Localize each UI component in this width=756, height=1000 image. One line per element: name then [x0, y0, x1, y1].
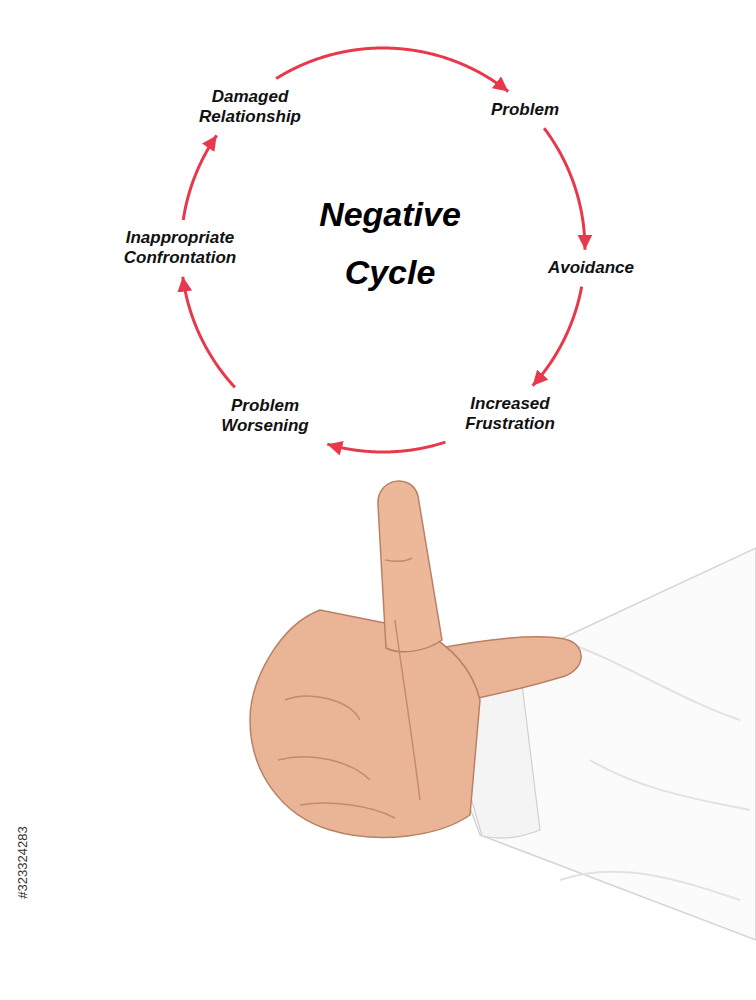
cycle-arrow — [327, 442, 445, 452]
cycle-arrow — [183, 135, 216, 220]
cycle-step: Damaged Relationship — [180, 87, 320, 127]
cycle-arrow — [276, 48, 508, 92]
step-text: Damaged Relationship — [180, 87, 320, 127]
step-text: Problem Worsening — [203, 396, 328, 436]
cycle-arrow — [183, 277, 235, 388]
watermark-id: #323324283 — [15, 826, 30, 898]
cycle-arrow — [544, 128, 585, 250]
knuckle-lines — [278, 558, 420, 818]
cycle-step: Inappropriate Confrontation — [88, 228, 273, 268]
step-text: Problem — [491, 100, 559, 120]
cycle-step: Avoidance — [548, 258, 634, 278]
step-text: Inappropriate Confrontation — [88, 228, 273, 268]
index-finger — [378, 481, 442, 652]
step-text: Avoidance — [548, 258, 634, 278]
shirt-sleeve — [430, 548, 756, 940]
diagram-title: Negative Cycle — [285, 185, 495, 301]
cycle-arrow — [533, 287, 582, 386]
cycle-step: Problem — [491, 100, 559, 120]
sleeve-folds — [560, 640, 750, 900]
fist — [250, 610, 480, 837]
cycle-step: Increased Frustration — [443, 394, 578, 434]
step-text: Increased Frustration — [443, 394, 578, 434]
cycle-step: Problem Worsening — [203, 396, 328, 436]
